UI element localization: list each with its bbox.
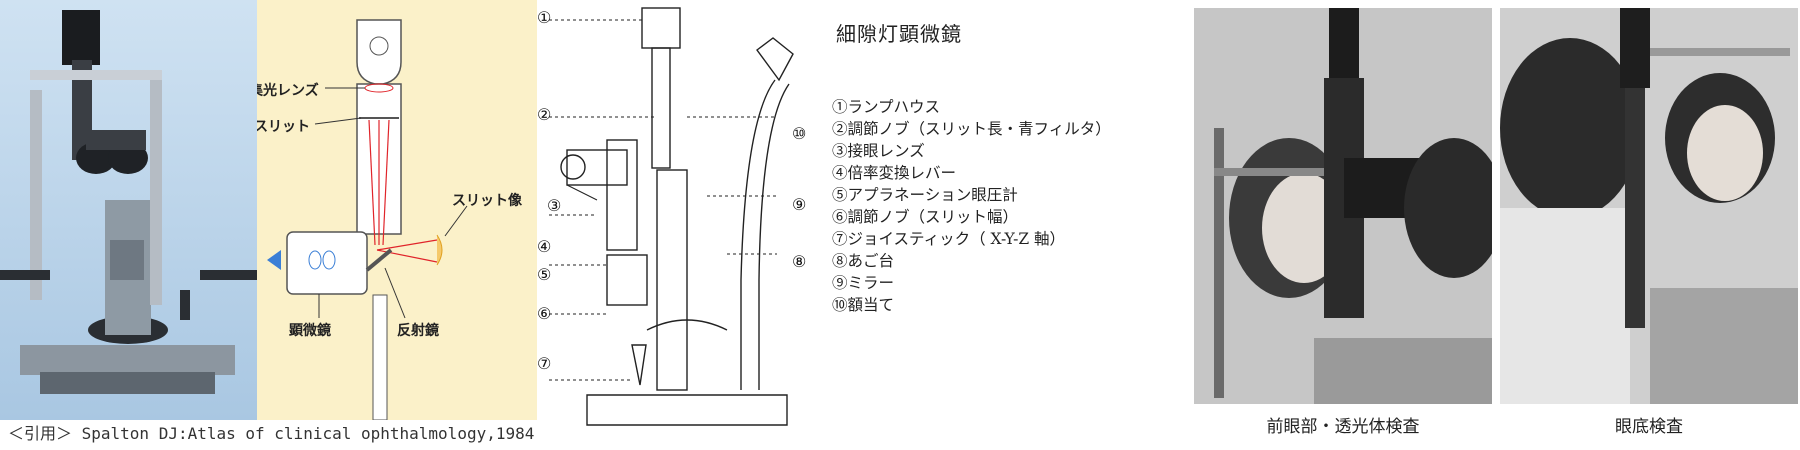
microscope-label: 顕微鏡	[289, 320, 331, 340]
slit-lamp-drawing: ① ② ③ ④ ⑤ ⑥ ⑦ ⑧ ⑨ ⑩	[537, 0, 827, 440]
legend-item: ⑩額当て	[832, 294, 1111, 316]
slit-label: スリット	[257, 116, 310, 136]
legend-title: 細隙灯顕微鏡	[836, 18, 962, 47]
drawing-number-7: ⑦	[537, 354, 551, 373]
drawing-number-3: ③	[547, 196, 561, 215]
legend-item: ②調節ノブ（スリット長・青フィルタ）	[832, 118, 1111, 140]
fundus-exam-photo	[1500, 8, 1798, 404]
legend-item: ⑥調節ノブ（スリット幅）	[832, 206, 1111, 228]
legend-item: ⑧あご台	[832, 250, 1111, 272]
drawing-number-8: ⑧	[792, 252, 806, 271]
drawing-number-1: ①	[537, 8, 551, 27]
fundus-exam-caption: 眼底検査	[1500, 412, 1798, 437]
legend-list: ①ランプハウス ②調節ノブ（スリット長・青フィルタ） ③接眼レンズ ④倍率変換レ…	[832, 96, 1111, 316]
drawing-number-6: ⑥	[537, 304, 551, 323]
legend-item: ⑨ミラー	[832, 272, 1111, 294]
optical-schematic: 集光レンズ スリット スリット像 顕微鏡 反射鏡	[257, 0, 537, 420]
legend-item: ①ランプハウス	[832, 96, 1111, 118]
drawing-number-5: ⑤	[537, 265, 551, 284]
legend-item: ⑦ジョイスティック（ X-Y-Z 軸）	[832, 228, 1111, 250]
slit-image-label: スリット像	[452, 190, 522, 210]
slit-lamp-photo	[0, 0, 257, 420]
legend-item: ③接眼レンズ	[832, 140, 1111, 162]
drawing-number-10: ⑩	[792, 124, 806, 143]
mirror-label: 反射鏡	[397, 320, 439, 340]
drawing-number-4: ④	[537, 237, 551, 256]
anterior-exam-photo	[1194, 8, 1492, 404]
drawing-number-2: ②	[537, 105, 551, 124]
anterior-exam-caption: 前眼部・透光体検査	[1194, 412, 1492, 437]
legend-item: ④倍率変換レバー	[832, 162, 1111, 184]
citation-text: ＜引用＞ Spalton DJ:Atlas of clinical ophtha…	[8, 420, 534, 444]
legend-item: ⑤アプラネーション眼圧計	[832, 184, 1111, 206]
drawing-number-9: ⑨	[792, 195, 806, 214]
condenser-lens-label: 集光レンズ	[257, 80, 319, 100]
